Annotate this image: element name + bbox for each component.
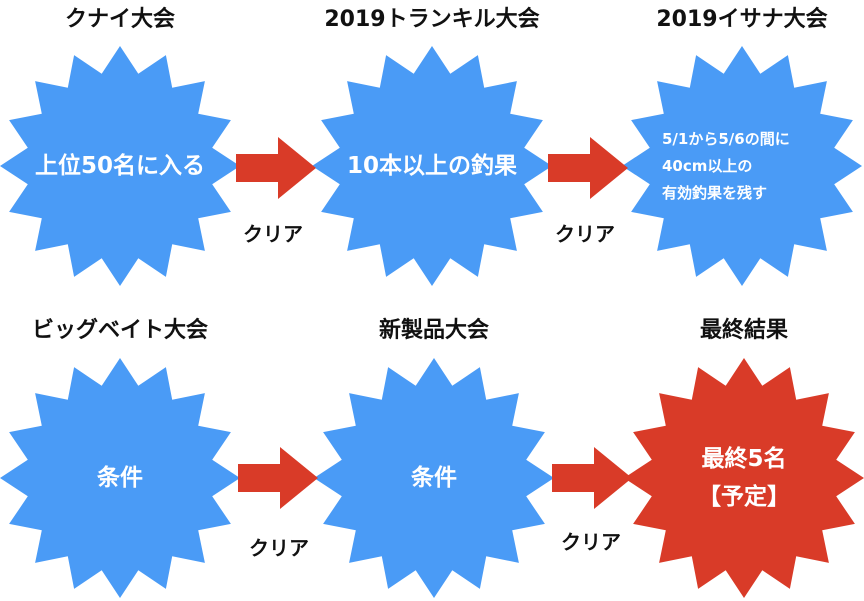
stage-condition-tranquil: 10本以上の釣果 — [312, 46, 552, 286]
stage-badge-tranquil — [312, 46, 552, 286]
condition-line: 40cm以上の — [662, 156, 753, 175]
stage-badge-kunai — [0, 46, 240, 286]
condition-line: 有効釣果を残す — [662, 183, 768, 202]
stage-badge-isana — [622, 46, 862, 286]
stage-condition-new-product: 条件 — [314, 358, 554, 598]
condition-line: 最終5名 — [701, 446, 787, 472]
stage-condition-bigbait: 条件 — [0, 358, 240, 598]
stage-title-tranquil: 2019トランキル大会 — [324, 7, 540, 32]
stage-badge-bigbait — [0, 358, 240, 598]
condition-line: 上位50名に入る — [34, 153, 205, 179]
stage-badge-new-product — [314, 358, 554, 598]
clear-label: クリア — [555, 222, 615, 246]
clear-label: クリア — [249, 536, 309, 560]
clear-label: クリア — [561, 530, 621, 554]
condition-line: 条件 — [411, 465, 457, 491]
clear-label: クリア — [243, 222, 303, 246]
stage-title-kunai: クナイ大会 — [64, 7, 175, 32]
stage-title-new-product: 新製品大会 — [378, 318, 489, 343]
arrow-right-icon — [548, 137, 628, 199]
condition-line: 10本以上の釣果 — [346, 153, 517, 179]
stage-condition-final-result: 最終5名 【予定】 — [624, 358, 864, 598]
arrow-right-icon — [238, 447, 318, 509]
condition-line: 【予定】 — [698, 484, 790, 510]
stage-condition-isana: 5/1から5/6の間に 40cm以上の 有効釣果を残す — [622, 46, 862, 286]
arrow-right-icon — [236, 137, 316, 199]
stage-title-isana: 2019イサナ大会 — [656, 7, 828, 32]
stage-title-final-result: 最終結果 — [699, 318, 788, 343]
arrow-right-icon — [552, 447, 632, 509]
condition-line: 5/1から5/6の間に — [662, 129, 790, 148]
stage-badge-final-result — [624, 358, 864, 598]
condition-line: 条件 — [97, 465, 143, 491]
stage-condition-kunai: 上位50名に入る — [0, 46, 240, 286]
stage-title-bigbait: ビッグベイト大会 — [31, 318, 208, 343]
